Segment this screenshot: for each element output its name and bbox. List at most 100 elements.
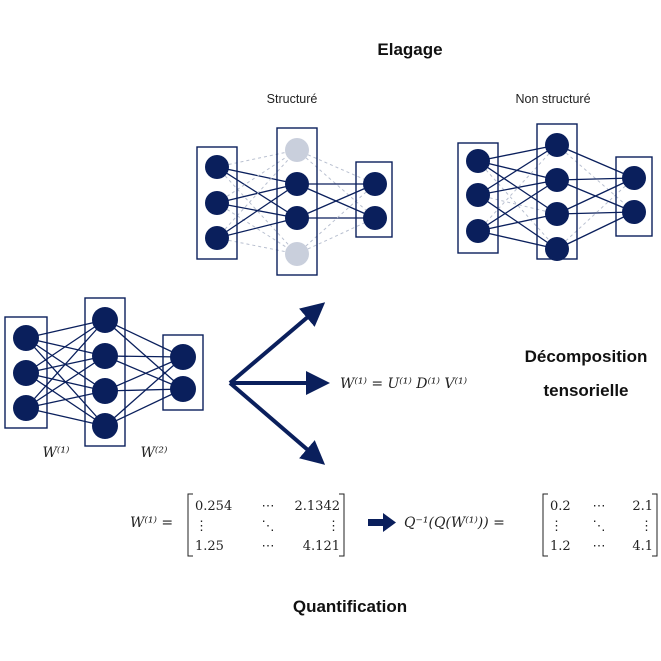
- structured-net-edge-pruned: [216, 149, 298, 204]
- main-net-edge: [25, 319, 106, 409]
- matrix-full-cell: 0.254: [195, 499, 232, 514]
- matrix-quant-cell: 2.1: [632, 499, 653, 514]
- structured-net-edge: [216, 166, 298, 219]
- quant-arrow: [368, 513, 396, 532]
- main-net-edge: [25, 319, 106, 374]
- structured-net-edge-pruned: [216, 202, 298, 255]
- unstructured-net-layer-box: [457, 142, 499, 254]
- matrix-full-cell: 2.1342: [295, 499, 341, 514]
- structured-net-neuron: [205, 155, 229, 179]
- quant-mid-expression: Q⁻¹(Q(W⁽¹⁾)) =: [404, 515, 505, 531]
- unstructured-net-neuron: [622, 166, 646, 190]
- main-net-edge: [104, 355, 184, 390]
- matrix-full-cell: ⋯: [262, 499, 275, 514]
- label-structured: Structuré: [267, 92, 318, 106]
- main-net-layer-box: [4, 316, 48, 429]
- structured-net-neuron: [363, 172, 387, 196]
- unstructured-net-edge: [477, 179, 558, 196]
- edges-layer: [25, 144, 635, 427]
- structured-net-pruned-neuron: [285, 138, 309, 162]
- decomposition-equation: W⁽¹⁾ = U⁽¹⁾ D⁽¹⁾ V⁽¹⁾: [340, 376, 468, 392]
- structured-net-edge: [296, 183, 376, 219]
- unstructured-net-edge-pruned: [477, 194, 558, 215]
- main-net-neuron: [92, 307, 118, 333]
- quant-arrow-shaft: [368, 519, 384, 526]
- weight2-label: W⁽²⁾: [141, 445, 168, 461]
- unstructured-net-edge: [477, 144, 558, 196]
- matrix-quant-cell: 1.2: [550, 539, 571, 554]
- main-net-neuron: [92, 343, 118, 369]
- structured-net-neuron: [205, 226, 229, 250]
- main-net-edge: [25, 407, 106, 427]
- main-net-layer-box: [84, 297, 126, 447]
- structured-net-neuron: [285, 206, 309, 230]
- decomposition-label-line1: Décomposition: [525, 347, 648, 366]
- structured-net-edge: [216, 183, 298, 239]
- main-net-edge: [104, 319, 184, 390]
- unstructured-net-edge: [477, 179, 558, 232]
- matrix-full-cell: ⋮: [195, 519, 208, 534]
- unstructured-net-edge: [556, 211, 635, 250]
- title-elagage: Elagage: [377, 40, 442, 59]
- matrix-quant-cell: ⋮: [640, 519, 653, 534]
- matrix-quant-cell: 0.2: [550, 499, 571, 514]
- main-net-edge: [104, 356, 184, 427]
- main-net-edge: [104, 355, 184, 358]
- matrix-quant-cell: ⋮: [550, 519, 563, 534]
- unstructured-net-neuron: [466, 219, 490, 243]
- structured-net-pruned-neuron: [285, 242, 309, 266]
- unstructured-net-edge-pruned: [477, 144, 558, 232]
- main-net-neuron: [170, 344, 196, 370]
- unstructured-net-edge: [477, 213, 558, 232]
- main-net-neuron: [13, 325, 39, 351]
- decomposition-label-line2: tensorielle: [543, 381, 628, 400]
- main-net-neuron: [92, 378, 118, 404]
- structured-net-edge: [216, 217, 298, 239]
- structured-net-edge-pruned: [296, 217, 376, 255]
- unstructured-net-edge: [477, 230, 558, 250]
- structured-net-neuron: [363, 206, 387, 230]
- matrix-full-left-bracket: [187, 493, 193, 557]
- structured-net-edge-pruned: [216, 149, 298, 239]
- label-unstructured: Non structuré: [515, 92, 590, 106]
- main-net-neuron: [13, 360, 39, 386]
- structured-net-layer-box: [355, 161, 393, 238]
- unstructured-net-neuron: [545, 202, 569, 226]
- matrix-full-cell: 4.121: [303, 539, 340, 554]
- main-net-neuron: [13, 395, 39, 421]
- structured-net-edge-pruned: [296, 149, 376, 185]
- matrix-quant-right-bracket: [652, 493, 658, 557]
- unstructured-net-edge: [556, 211, 635, 215]
- quant-lhs: W⁽¹⁾ =: [130, 515, 173, 531]
- matrix-full-cell: ⋱: [262, 519, 275, 534]
- main-net-edge: [25, 355, 106, 409]
- unstructured-net-edge-pruned: [477, 160, 558, 250]
- unstructured-net-edge-pruned: [556, 144, 635, 213]
- matrix-full-cell: ⋮: [327, 519, 340, 534]
- unstructured-net-neuron: [466, 149, 490, 173]
- main-net-layer-box: [162, 334, 204, 411]
- matrix-quant-cell: ⋱: [593, 519, 606, 534]
- matrix-full-precision: 0.254⋯2.1342⋮⋱⋮1.25⋯4.121: [187, 493, 345, 557]
- main-net-edge: [104, 388, 184, 392]
- main-net-edge: [104, 388, 184, 427]
- quant-arrow-head: [383, 513, 396, 532]
- main-net-edge: [104, 319, 184, 358]
- structured-net-edge-pruned: [216, 149, 298, 168]
- structured-net-layer-box: [196, 146, 238, 260]
- structured-net-neuron: [285, 172, 309, 196]
- matrix-full-right-bracket: [339, 493, 345, 557]
- arrow-to-pruning: [228, 302, 326, 385]
- main-net-edge: [25, 319, 106, 339]
- structured-net-edge-pruned: [296, 149, 376, 219]
- main-net-neuron: [92, 413, 118, 439]
- matrix-full-cell: 1.25: [195, 539, 224, 554]
- matrix-quant-left-bracket: [542, 493, 548, 557]
- weight1-label: W⁽¹⁾: [43, 445, 70, 461]
- nodes-layer: [13, 133, 646, 439]
- arrow-to-quantification: [228, 381, 326, 465]
- matrix-quant-cell: ⋯: [593, 539, 606, 554]
- structured-net-neuron: [205, 191, 229, 215]
- unstructured-net-layer-box: [615, 156, 653, 237]
